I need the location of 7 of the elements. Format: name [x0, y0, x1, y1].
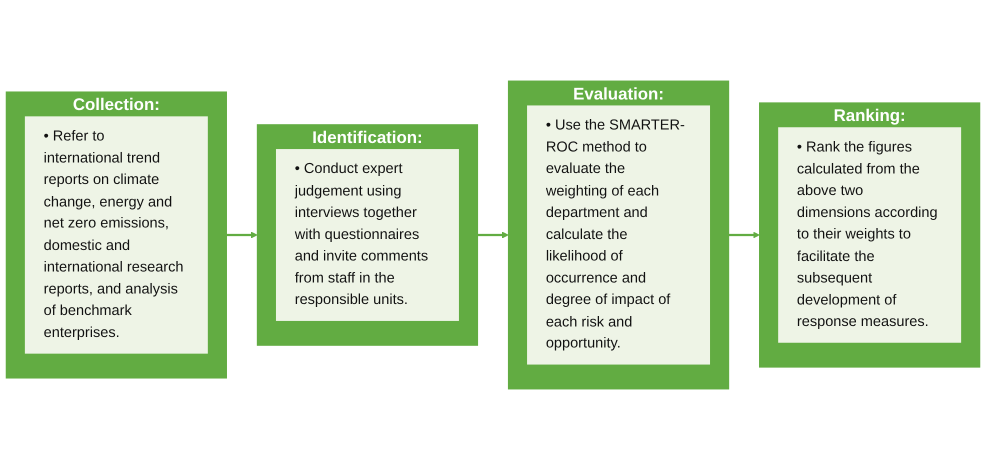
node-box: • Use the SMARTER-ROC method to evaluate the weighting of each department and calculate the likelihood of occurrence and degree of impact of each risk and opportunity.: [527, 105, 710, 365]
node-box: • Conduct expert judgement using interviews together with questionnaires and invite comments from staff in the responsible units.: [276, 149, 459, 321]
arrow: [478, 232, 509, 238]
node-box: • Rank the figures calculated from the above two dimensions according to their weights to facilitate the subsequent development of response measures.: [778, 127, 962, 343]
arrow: [728, 232, 760, 238]
node-box: • Refer to international trend reports on climate change, energy and net zero emissions, domestic and international research reports, and analysis of benchmark enterprises.: [24, 116, 208, 354]
arrow: [226, 232, 258, 238]
